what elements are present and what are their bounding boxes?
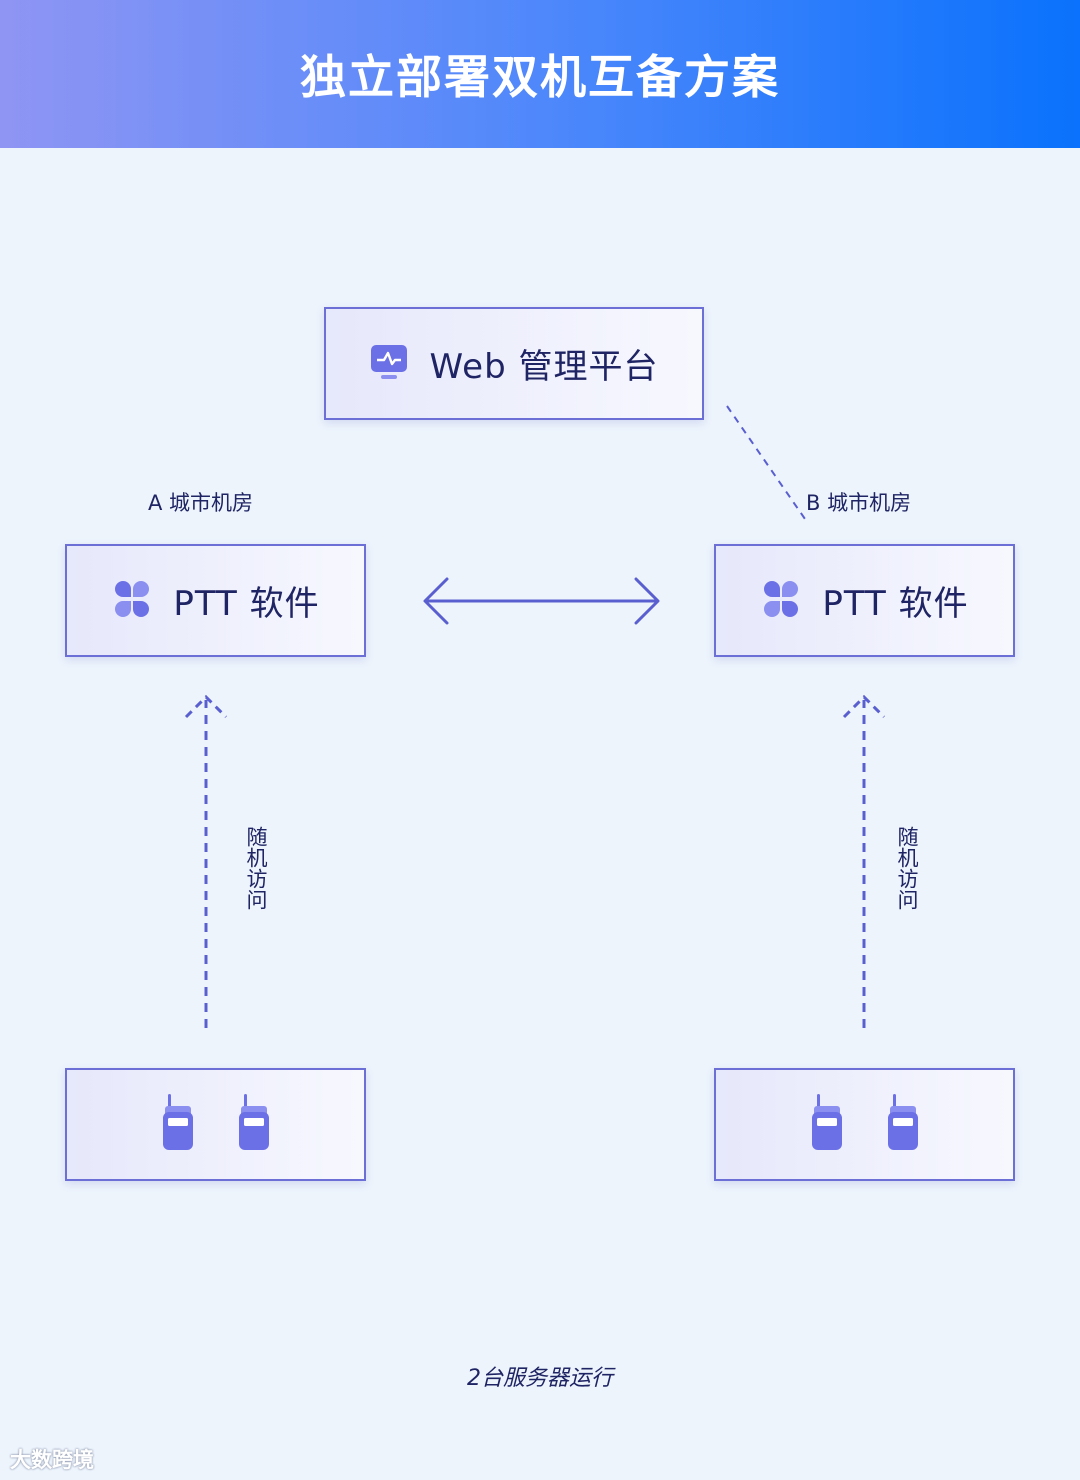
web-platform-box: Web 管理平台 <box>324 307 704 420</box>
access-arrow-b <box>842 694 886 1028</box>
page-title: 独立部署双机互备方案 <box>300 50 780 104</box>
walkie-talkie-icon <box>238 1093 270 1156</box>
walkie-talkie-icon <box>811 1093 843 1156</box>
web-to-b-dashed-line <box>726 405 806 520</box>
watermark-text: 大数跨境 <box>10 1448 94 1472</box>
room-label-a: A 城市机房 <box>148 491 254 515</box>
sync-double-arrow <box>423 577 660 625</box>
monitor-icon <box>370 343 408 385</box>
walkie-talkie-icon <box>887 1093 919 1156</box>
footer-note: 2台服务器运行 <box>467 1366 613 1391</box>
header: 独立部署双机互备方案 <box>0 0 1080 148</box>
device-box-b <box>714 1068 1015 1181</box>
device-box-a <box>65 1068 366 1181</box>
ptt-software-label-a: PTT 软件 <box>173 584 320 624</box>
web-platform-label: Web 管理平台 <box>429 347 659 387</box>
walkie-talkie-icon <box>162 1093 194 1156</box>
access-label-a: 随机访问 <box>244 826 268 910</box>
app-grid-icon <box>760 579 800 623</box>
watermark: 大数跨境 <box>10 1444 94 1474</box>
ptt-software-box-a: PTT 软件 <box>65 544 366 657</box>
ptt-software-label-b: PTT 软件 <box>822 584 969 624</box>
access-arrow-a <box>184 694 228 1028</box>
room-label-b: B 城市机房 <box>806 491 912 515</box>
app-grid-icon <box>111 579 151 623</box>
ptt-software-box-b: PTT 软件 <box>714 544 1015 657</box>
access-label-b: 随机访问 <box>895 826 919 910</box>
